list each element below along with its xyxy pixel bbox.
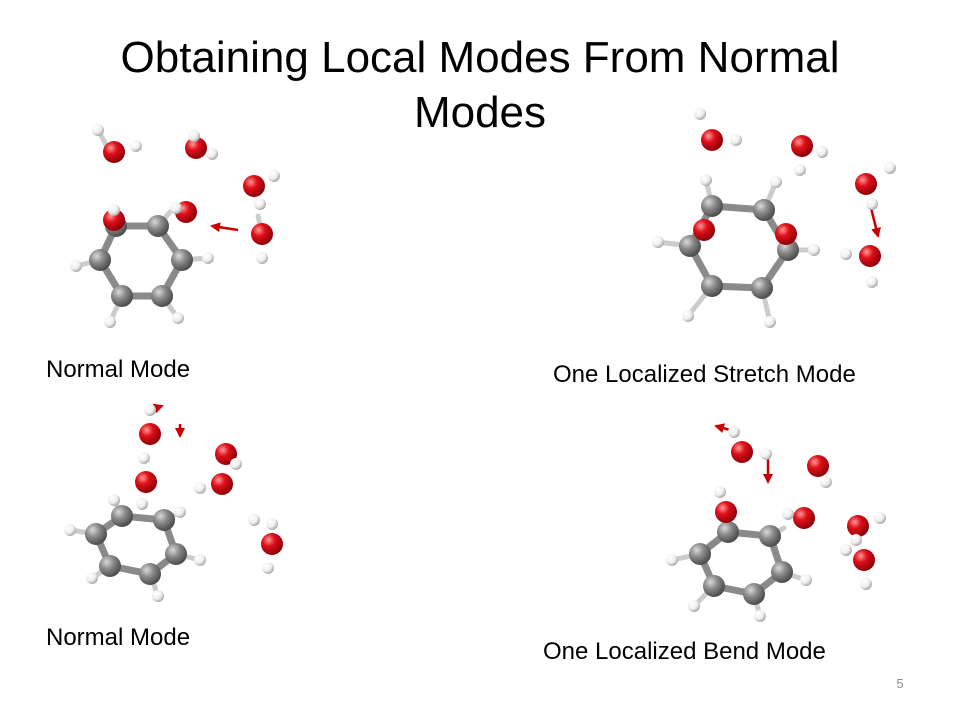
caption-localized-bend-mode: One Localized Bend Mode (543, 638, 826, 665)
molecule-bottom-right (666, 423, 886, 622)
caption-normal-mode-bottom: Normal Mode (46, 624, 191, 651)
title-line-2: Modes (413, 88, 547, 137)
slide-title: Obtaining Local Modes From Normal Modes (60, 30, 900, 140)
molecule-bottom-left (64, 403, 283, 602)
molecule-top-right (652, 108, 896, 328)
slide-number: 5 (896, 676, 904, 691)
caption-normal-mode-top: Normal Mode (46, 356, 191, 383)
molecule-top-left (70, 124, 280, 328)
title-line-1: Obtaining Local Modes From Normal (120, 33, 840, 82)
caption-localized-stretch-mode: One Localized Stretch Mode (553, 361, 856, 388)
